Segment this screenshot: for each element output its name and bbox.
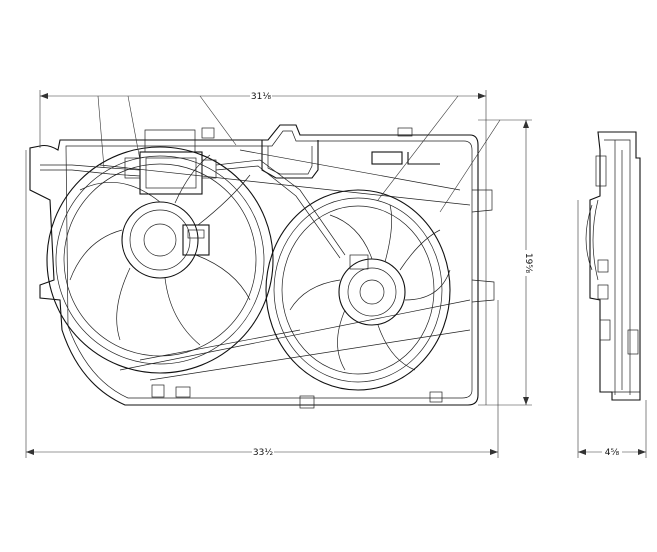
side-view xyxy=(585,131,641,401)
dimension-height: 19⅝ xyxy=(478,119,534,406)
dimension-top-width: 31⅛ xyxy=(39,88,487,405)
bottom-width-label: 33½ xyxy=(253,448,273,458)
height-label: 19⅝ xyxy=(523,253,533,273)
controller-module xyxy=(124,129,217,195)
dimension-depth: 4⅝ xyxy=(577,200,647,458)
top-width-label: 31⅛ xyxy=(251,92,271,102)
shroud-outline xyxy=(29,124,479,406)
depth-label: 4⅝ xyxy=(605,448,620,458)
dimension-bottom-width: 33½ xyxy=(25,150,499,458)
right-fan xyxy=(265,189,451,391)
front-view xyxy=(29,95,501,409)
left-fan xyxy=(46,146,274,374)
